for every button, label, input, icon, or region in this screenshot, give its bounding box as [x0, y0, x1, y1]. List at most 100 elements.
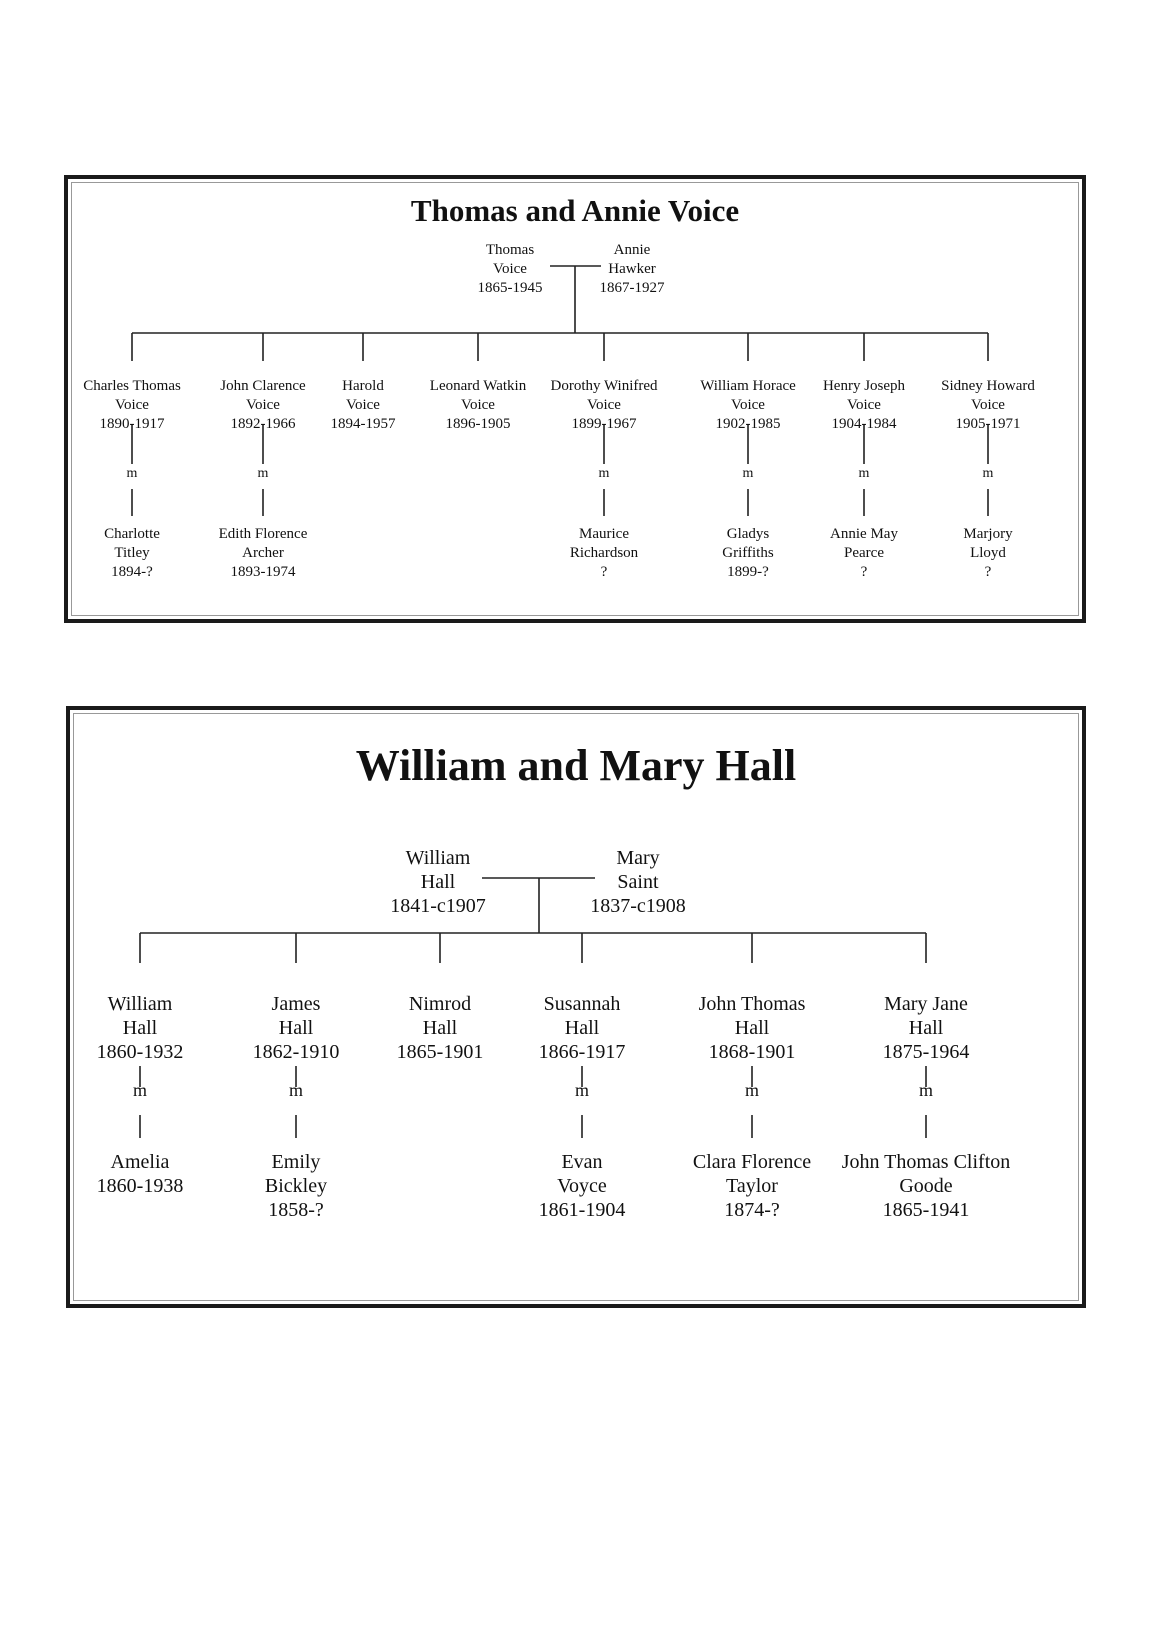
person-text-line: Edith Florence [218, 526, 308, 542]
person-text-line: Sidney Howard [941, 378, 1035, 394]
person-text-line: 1865-1945 [477, 280, 543, 296]
person-text-line: William [107, 993, 173, 1015]
person-text-line: Voice [346, 397, 380, 413]
person-text-line: Archer [242, 545, 284, 561]
person-text-line: Taylor [726, 1175, 778, 1197]
person-text-line: Bickley [264, 1175, 328, 1197]
chart-title: William and Mary Hall [355, 741, 797, 790]
married-marker: m [288, 1080, 304, 1100]
person-text-line: James [271, 993, 321, 1015]
person-text-line: 1893-1974 [230, 564, 296, 580]
person-text-line: Harold [342, 378, 384, 394]
person-text-line: Susannah [543, 993, 621, 1015]
person-text-line: 1841-c1907 [390, 895, 486, 917]
person-text-line: Hall [122, 1017, 158, 1039]
person-text-line: 1902-1985 [715, 416, 781, 432]
person-text-line: Dorothy Winifred [550, 378, 658, 394]
person-text-line: Voice [493, 261, 527, 277]
person-text-line: 1899-1967 [571, 416, 637, 432]
person-text-line: 1860-1932 [96, 1041, 184, 1063]
person-text-line: Clara Florence [692, 1151, 812, 1173]
person-text-line: Voice [731, 397, 765, 413]
person-text-line: Griffiths [722, 545, 774, 561]
person-text-line: Saint [617, 871, 659, 893]
married-marker: m [126, 466, 138, 481]
connector-lines [131, 265, 989, 516]
person-text-line: 1858-? [268, 1199, 324, 1221]
married-marker: m [742, 466, 754, 481]
person-text-line: Amelia [110, 1151, 170, 1173]
married-marker: m [132, 1080, 148, 1100]
person-text-line: Voyce [557, 1175, 607, 1197]
person-text-line: 1868-1901 [708, 1041, 796, 1063]
chart-title: Thomas and Annie Voice [410, 193, 740, 228]
person-text-line: ? [600, 564, 608, 580]
person-text-line: ? [860, 564, 868, 580]
person-text-line: Leonard Watkin [429, 378, 527, 394]
person-text-line: Maurice [579, 526, 629, 542]
person-text-line: 1866-1917 [538, 1041, 626, 1063]
person-text-line: Voice [115, 397, 149, 413]
person-text-line: 1894-? [111, 564, 153, 580]
person-text-line: 1865-1901 [396, 1041, 484, 1063]
person-text-line: Richardson [569, 545, 639, 561]
person-text-line: Charles Thomas [83, 378, 181, 394]
person-text-line: Annie [613, 242, 651, 258]
person-text-line: Goode [899, 1175, 953, 1197]
person-text-line: 1860-1938 [96, 1175, 184, 1197]
person-text-line: ? [984, 564, 992, 580]
person-text-line: William [405, 847, 471, 869]
person-text-line: Voice [847, 397, 881, 413]
married-marker: m [982, 466, 994, 481]
person-text-line: 1894-1957 [330, 416, 396, 432]
person-text-line: Voice [971, 397, 1005, 413]
person-text-line: John Clarence [220, 378, 306, 394]
married-marker: m [574, 1080, 590, 1100]
person-text-line: 1867-1927 [599, 280, 665, 296]
connector-lines [139, 877, 927, 1138]
person-text-line: 1865-1941 [882, 1199, 970, 1221]
person-text-line: 1896-1905 [445, 416, 511, 432]
person-text-line: 1904-1984 [831, 416, 897, 432]
person-text-line: Thomas [485, 242, 535, 258]
married-marker: m [257, 466, 269, 481]
person-text-line: 1892-1966 [230, 416, 296, 432]
person-text-line: Voice [246, 397, 280, 413]
person-text-line: Annie May [830, 526, 898, 542]
person-text-line: Gladys [726, 526, 770, 542]
person-text-line: 1837-c1908 [590, 895, 686, 917]
person-text-line: 1862-1910 [252, 1041, 340, 1063]
person-text-line: 1899-? [727, 564, 769, 580]
person-text-line: John Thomas [698, 993, 806, 1015]
person-text-line: 1874-? [724, 1199, 780, 1221]
person-text-line: Lloyd [970, 545, 1006, 561]
married-marker: m [858, 466, 870, 481]
person-text-line: Marjory [963, 526, 1013, 542]
person-text-line: Hawker [608, 261, 656, 277]
person-text-line: Hall [564, 1017, 600, 1039]
married-marker: m [918, 1080, 934, 1100]
person-text-line: 1905-1971 [955, 416, 1021, 432]
person-text-line: 1890-1917 [99, 416, 165, 432]
